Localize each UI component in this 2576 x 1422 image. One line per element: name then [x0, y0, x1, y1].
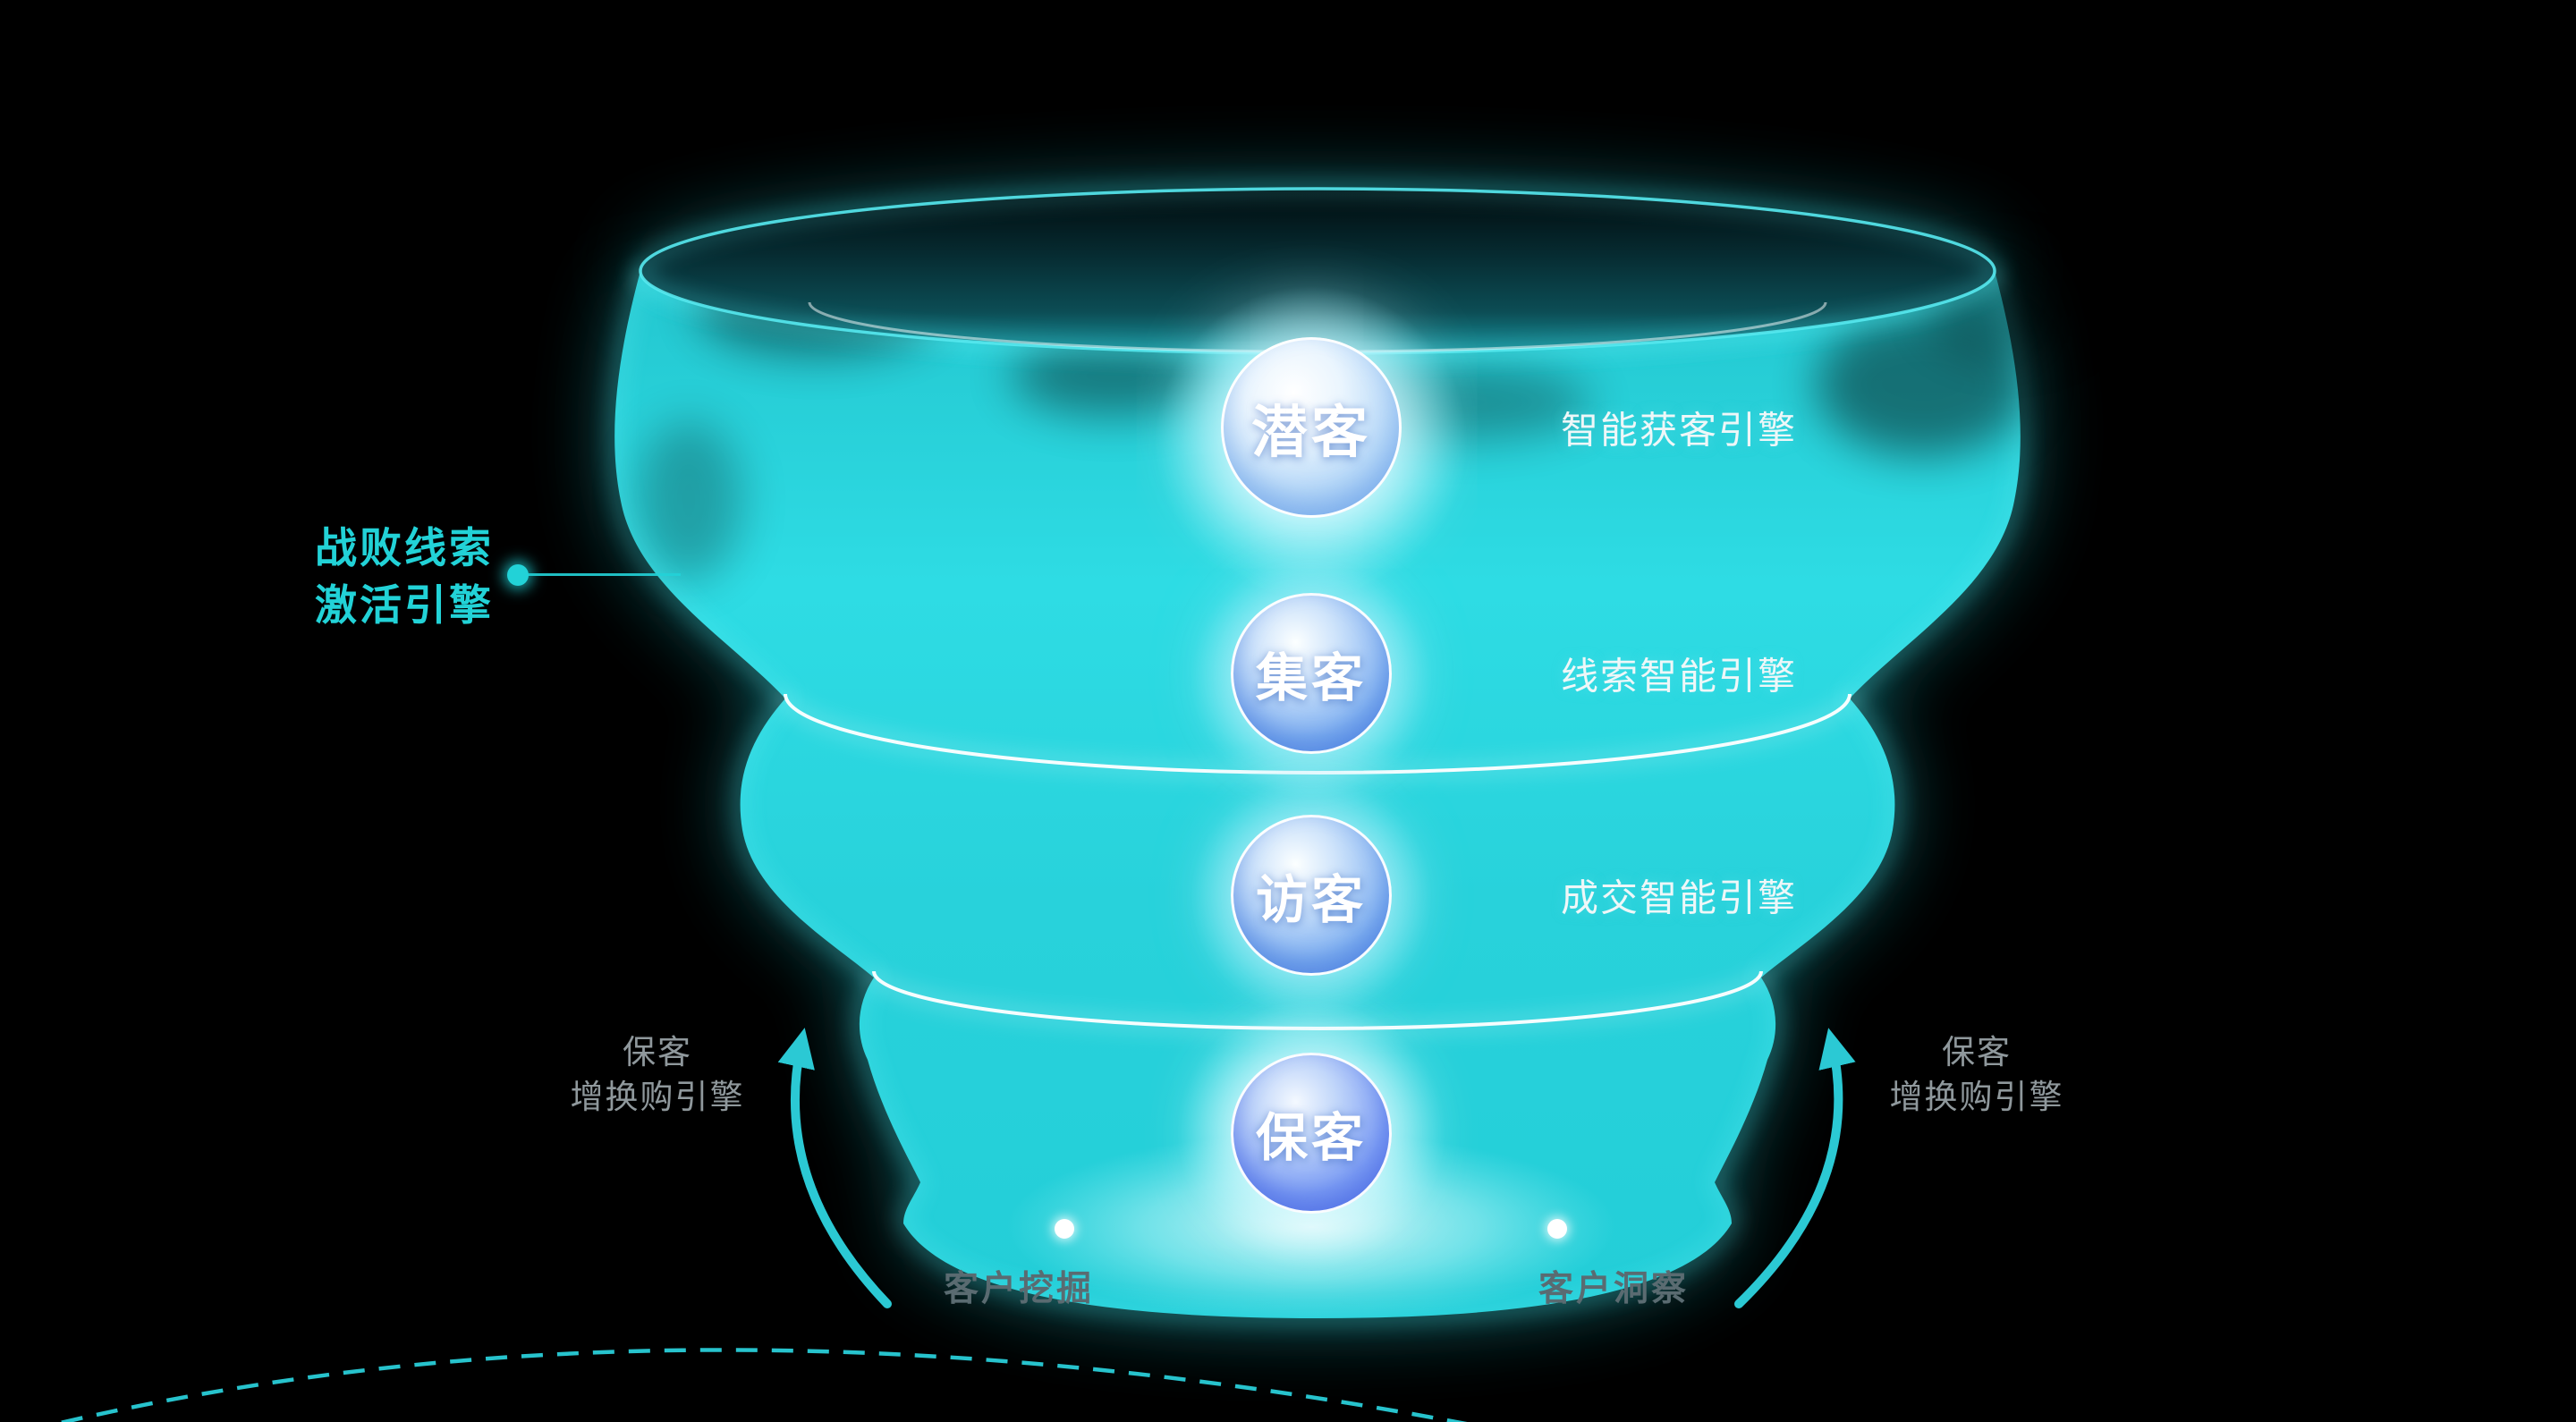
lost-lead-activation-callout: 战败线索 激活引擎: [315, 520, 494, 634]
retention-label-line2: 增换购引擎: [570, 1079, 745, 1115]
retention-label-line1: 保客: [623, 1034, 692, 1071]
callout-line2: 激活引擎: [315, 581, 494, 629]
retention-label-line2: 增换购引擎: [1889, 1079, 2064, 1115]
stage-badge-label: 保客: [1255, 1109, 1367, 1167]
engine-label-lead-intelligence: 线索智能引擎: [1561, 655, 1798, 698]
customer-insight-dot: [1547, 1219, 1567, 1239]
engine-label-deal-intelligence: 成交智能引擎: [1561, 876, 1798, 919]
callout-connector-line: [527, 573, 681, 576]
bottom-dashed-arc: [55, 1348, 1468, 1422]
callout-connector-dot: [507, 564, 529, 586]
retention-engine-label-right: 保客 增换购引擎: [1890, 1030, 2064, 1120]
stage-badge-potential-customers: 潜客: [1221, 337, 1402, 518]
stage-badge-label: 潜客: [1251, 401, 1371, 464]
stage-badge-gathered-leads: 集客: [1231, 593, 1392, 754]
tier-separator-arcs: [782, 693, 1853, 1032]
retention-label-line1: 保客: [1942, 1034, 2012, 1071]
customer-mining-label: 客户挖掘: [943, 1270, 1095, 1308]
customer-mining-dot: [1055, 1219, 1074, 1239]
engine-label-acquisition: 智能获客引擎: [1561, 409, 1798, 452]
stage-badge-visitors: 访客: [1231, 815, 1392, 976]
left-up-arrow: [777, 1028, 892, 1308]
stage-badge-label: 访客: [1255, 871, 1367, 929]
stage-badge-retained-customers: 保客: [1231, 1053, 1392, 1214]
stage-badge-label: 集客: [1255, 649, 1367, 707]
callout-line1: 战败线索: [315, 524, 494, 571]
retention-engine-label-left: 保客 增换购引擎: [571, 1030, 745, 1120]
right-up-arrow: [1734, 1028, 1856, 1308]
customer-insight-label: 客户洞察: [1538, 1270, 1690, 1308]
